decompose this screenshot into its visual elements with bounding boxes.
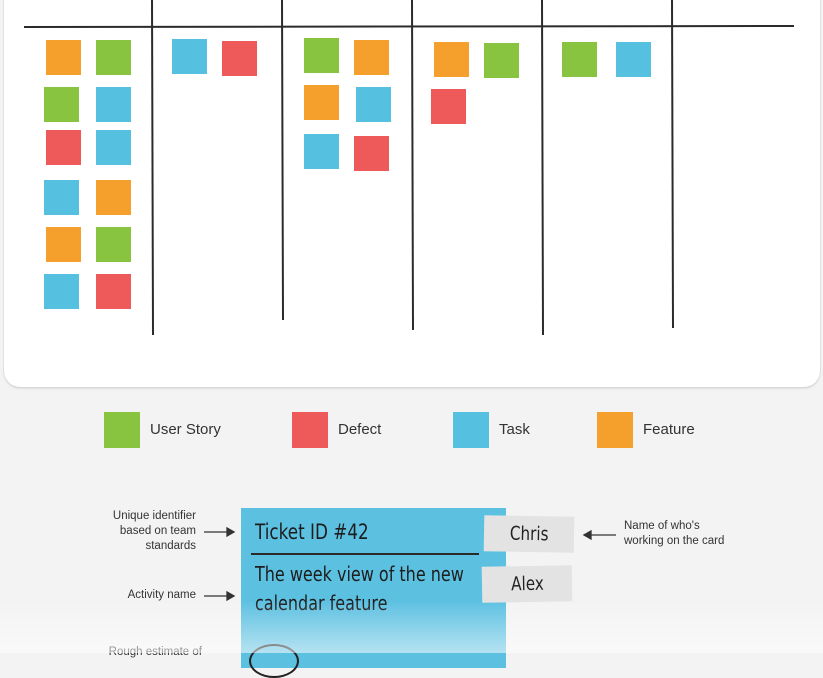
sticky-note-user-story bbox=[96, 227, 131, 262]
annotation-owner: Name of who's working on the card bbox=[624, 520, 725, 547]
sticky-note-user-story bbox=[304, 38, 339, 73]
legend-swatch-feature bbox=[597, 412, 633, 448]
sticky-note-feature bbox=[96, 180, 131, 215]
sticky-note-user-story bbox=[562, 42, 597, 77]
column-divider-4 bbox=[541, 0, 544, 336]
column-divider-2 bbox=[281, 0, 284, 321]
annotation-activity: Activity name bbox=[127, 589, 196, 601]
sticky-note-defect bbox=[96, 274, 131, 309]
kanban-board: TO DOPLANDEVELOPTESTDEPLOYDONE bbox=[4, 0, 820, 387]
column-divider-3 bbox=[411, 0, 414, 331]
sticky-note-defect bbox=[222, 41, 257, 76]
sticky-note-defect bbox=[354, 136, 389, 171]
board-grid bbox=[23, 0, 795, 336]
sticky-note-task bbox=[96, 87, 131, 122]
arrow-activity-head bbox=[226, 590, 236, 602]
legend-swatch-task bbox=[453, 412, 489, 448]
card-divider bbox=[251, 553, 479, 555]
arrow-identifier-head bbox=[226, 526, 236, 538]
sticky-note-feature bbox=[354, 40, 389, 75]
legend-label-feature: Feature bbox=[643, 421, 695, 438]
column-divider-5 bbox=[671, 0, 674, 329]
legend-swatch-defect bbox=[292, 412, 328, 448]
sticky-note-task bbox=[96, 130, 131, 165]
card-activity-line-1: The week view of the new bbox=[255, 562, 464, 586]
column-divider-1 bbox=[151, 0, 154, 336]
sticky-note-feature bbox=[46, 40, 81, 75]
sticky-note-feature bbox=[434, 42, 469, 77]
sticky-note-task bbox=[616, 42, 651, 77]
sticky-note-feature bbox=[46, 227, 81, 262]
sticky-note-defect bbox=[431, 89, 466, 124]
legend-label-task: Task bbox=[499, 421, 530, 438]
sticky-note-defect bbox=[46, 130, 81, 165]
arrow-owner-head bbox=[582, 529, 592, 541]
legend-swatch-user-story bbox=[104, 412, 140, 448]
legend-label-user-story: User Story bbox=[150, 421, 221, 438]
sticky-note-user-story bbox=[96, 40, 131, 75]
sticky-note-user-story bbox=[484, 43, 519, 78]
sticky-note-task bbox=[44, 180, 79, 215]
annotation-identifier: Unique identifier based on team standard… bbox=[112, 510, 196, 552]
sticky-note-user-story bbox=[44, 87, 79, 122]
legend-label-defect: Defect bbox=[338, 421, 382, 438]
sticky-note-feature bbox=[304, 85, 339, 120]
card-ticket-id: Ticket ID #42 bbox=[255, 520, 369, 544]
sticky-note-task bbox=[44, 274, 79, 309]
sticky-note-task bbox=[172, 39, 207, 74]
sticky-note-task bbox=[356, 87, 391, 122]
sticky-note-task bbox=[304, 134, 339, 169]
annotation-arrows bbox=[204, 526, 616, 602]
